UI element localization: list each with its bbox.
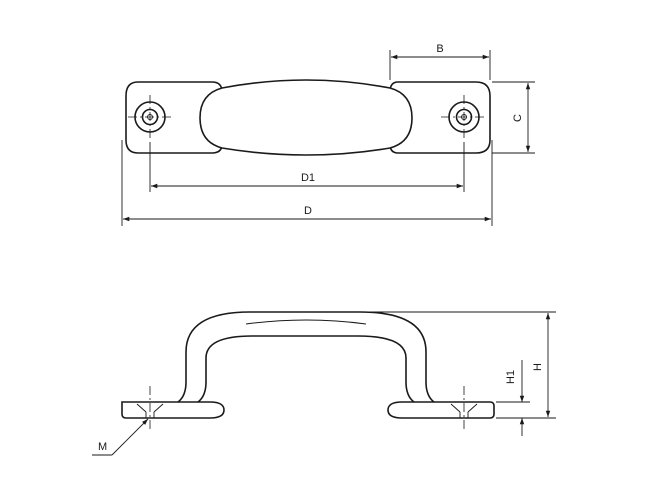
left-mounting-hole — [128, 95, 173, 140]
dimension-h1: H1 — [496, 360, 530, 436]
grip-body — [199, 79, 413, 156]
right-mounting-hole — [441, 95, 486, 140]
label-h1: H1 — [505, 370, 517, 384]
label-d: D — [304, 205, 312, 217]
dimension-h: H — [362, 311, 556, 419]
label-c: C — [512, 114, 524, 122]
dimension-d1: D1 — [149, 142, 465, 192]
grip-contour — [245, 319, 367, 325]
left-mounting-plate — [125, 81, 223, 154]
arch-outer — [177, 311, 435, 403]
left-foot — [121, 401, 225, 419]
dimension-c: C — [492, 81, 535, 154]
right-countersink — [450, 386, 478, 432]
side-view: H H1 M — [92, 311, 556, 456]
label-d1: D1 — [301, 172, 315, 184]
label-m: M — [98, 441, 107, 453]
right-foot — [387, 401, 495, 419]
top-view: B C D1 D — [121, 43, 535, 226]
arch-inner — [197, 335, 415, 403]
dimension-d: D — [121, 140, 493, 226]
label-b: B — [436, 43, 443, 55]
leader-m: M — [92, 418, 149, 456]
label-h: H — [532, 363, 544, 371]
left-countersink — [136, 386, 164, 432]
dimension-b: B — [389, 43, 491, 80]
